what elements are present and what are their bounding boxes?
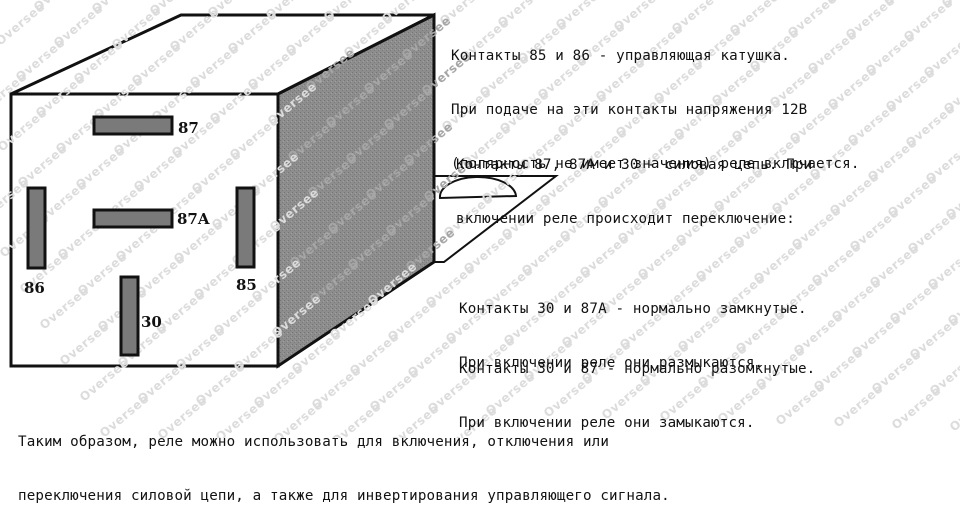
pin-87: [94, 117, 172, 134]
pin-label-87: 87: [178, 119, 199, 137]
pin-label-86: 86: [24, 279, 45, 297]
note-line: Контакты 30 и 87А - нормально замкнутые.: [459, 300, 807, 318]
note-line: Контакты 85 и 86 - управляющая катушка.: [451, 47, 860, 65]
watermark: Oversee: [0, 0, 28, 12]
note-line: переключения силовой цепи, а также для и…: [18, 487, 670, 505]
pin-30: [121, 277, 138, 355]
note-line: Контакты 30 и 87 - нормально разомкнутые…: [459, 360, 815, 378]
pin-87a: [94, 210, 172, 227]
watermark: Oversee: [947, 385, 960, 434]
watermark: Oversee: [0, 0, 48, 48]
note-line: Контакты 87, 87А и 30 - силовая цепь. Пр…: [456, 156, 812, 174]
pin-label-87a: 87A: [177, 210, 210, 228]
note-power-circuit: Контакты 87, 87А и 30 - силовая цепь. Пр…: [456, 120, 812, 246]
note-line: При подаче на эти контакты напряжения 12…: [451, 101, 860, 119]
note-line: Таким образом, реле можно использовать д…: [18, 433, 670, 451]
watermark: Oversee: [889, 383, 944, 432]
note-line: включении реле происходит переключение:: [456, 210, 812, 228]
watermark: Oversee: [831, 381, 886, 430]
pin-85: [237, 188, 254, 267]
pin-label-30: 30: [141, 313, 162, 331]
pin-86: [28, 188, 45, 268]
pin-label-85: 85: [236, 276, 257, 294]
note-summary: Таким образом, реле можно использовать д…: [18, 397, 670, 523]
